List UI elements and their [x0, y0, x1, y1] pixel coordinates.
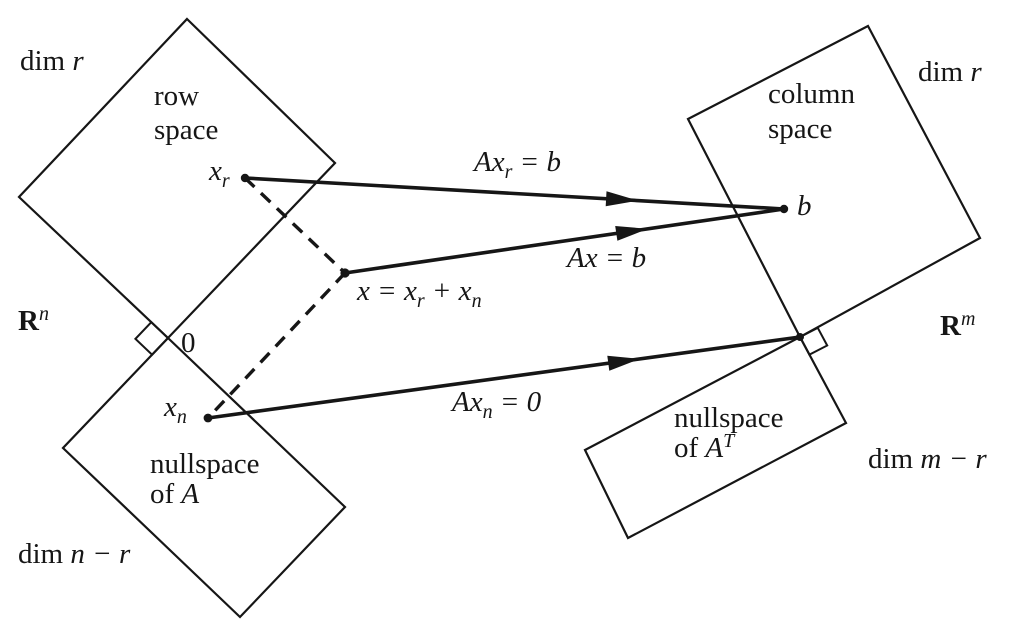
row-space-dim-label: dim r	[20, 45, 84, 77]
row-space-label-line1: row	[154, 80, 199, 112]
arrow-ax-line	[344, 207, 785, 275]
point-junction-dot	[796, 333, 804, 341]
origin-label: 0	[181, 327, 196, 359]
right-angle-marker-right	[798, 326, 829, 356]
point-x-dot	[340, 268, 350, 278]
nullspace-at-label-line2: of AT	[674, 430, 736, 464]
dashed-line-xr-to-x	[243, 176, 347, 275]
x-decomposition-label: x = xr + xn	[356, 275, 482, 312]
arrow-ax-head	[615, 226, 648, 241]
ambient-rm-label: Rm	[940, 308, 975, 342]
arrow-axr-line	[244, 176, 785, 211]
point-xr-dot	[240, 173, 250, 183]
eq-axn-label: Axn = 0	[450, 386, 542, 423]
nullspace-at-label-line1: nullspace	[674, 402, 784, 434]
eq-axr-label: Axr = b	[472, 146, 561, 183]
column-space-label-line1: column	[768, 78, 855, 110]
arrow-axr-head	[605, 191, 638, 207]
point-xn-dot	[203, 413, 213, 423]
nullspace-at-outline	[583, 335, 848, 540]
nullspace-a-label-line1: nullspace	[150, 448, 260, 480]
nullspace-a-outline	[61, 336, 347, 619]
row-space-label-line2: space	[154, 114, 218, 146]
point-b-label: b	[797, 190, 812, 222]
arrow-axn-line	[207, 335, 801, 420]
column-space-dim-label: dim r	[918, 56, 982, 88]
dashed-line-x-to-xn	[206, 271, 347, 420]
right-angle-marker-left	[133, 320, 170, 357]
nullspace-at-dim-label: dim m − r	[868, 443, 987, 475]
eq-ax-label: Ax = b	[565, 242, 646, 274]
nullspace-a-label-line2: of A	[150, 478, 199, 510]
ambient-rn-label: Rn	[18, 303, 49, 337]
point-xn-label: xn	[163, 391, 187, 428]
nullspace-a-dim-label: dim n − r	[18, 538, 131, 570]
point-b-dot	[779, 204, 789, 214]
column-space-label-line2: space	[768, 113, 832, 145]
point-xr-label: xr	[208, 155, 230, 192]
arrow-axn-head	[607, 355, 640, 371]
